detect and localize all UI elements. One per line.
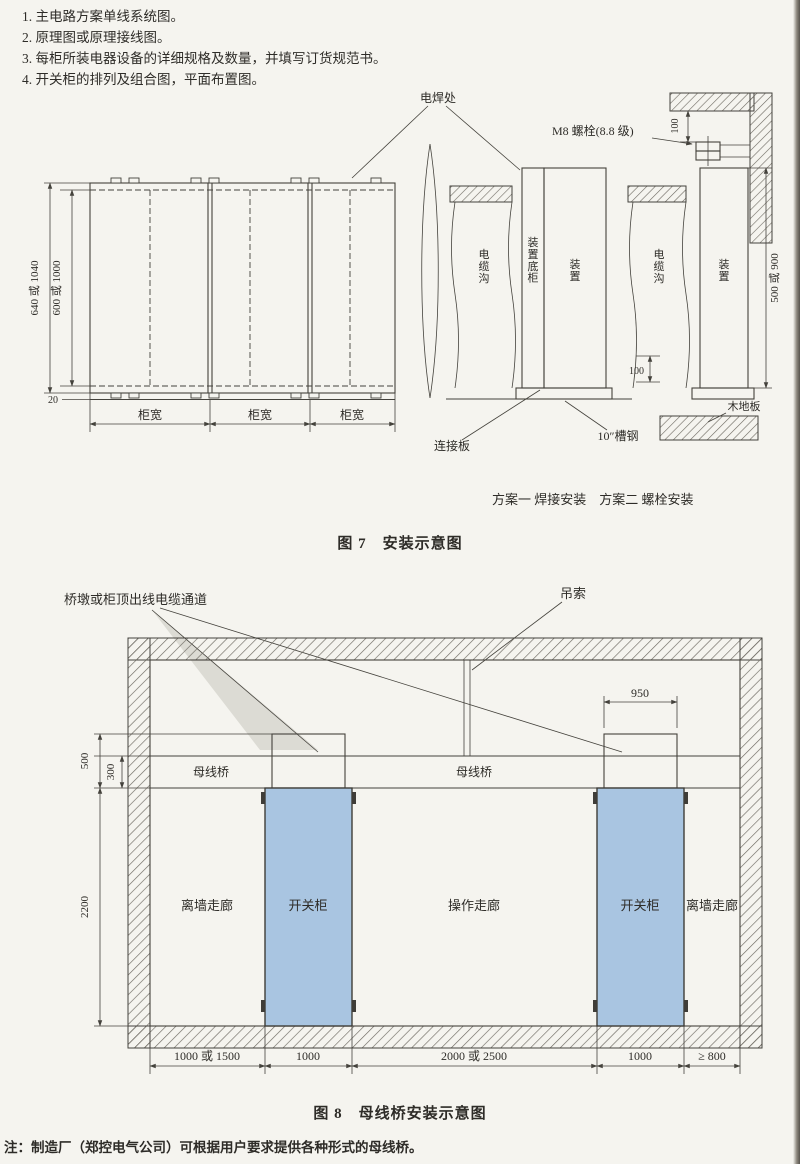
operation-corridor-label: 操作走廊 bbox=[448, 898, 500, 913]
left-dimensions: 500 300 2200 bbox=[79, 733, 272, 1027]
dim-bottom-5: ≥ 800 bbox=[698, 1049, 726, 1063]
wood-floor-label: 木地板 bbox=[728, 399, 761, 413]
footnote: 注：制造厂（郑控电气公司）可根据用户要求提供各种形式的母线桥。 bbox=[4, 1140, 423, 1155]
figure7-caption: 图 7 安装示意图 bbox=[337, 536, 463, 552]
list-item-2: 2. 原理图或原理接线图。 bbox=[22, 30, 171, 45]
switch-cabinet-left-label: 开关柜 bbox=[288, 898, 327, 913]
dim-depth-inner: 600 或 1000 bbox=[50, 260, 63, 315]
dim-bottom-3: 2000 或 2500 bbox=[441, 1049, 507, 1063]
requirements-list: 1. 主电路方案单线系统图。 2. 原理图或原理接线图。 3. 每柜所装电器设备… bbox=[22, 6, 387, 90]
sling-label: 吊索 bbox=[560, 586, 586, 601]
busbar-bridge-label-left: 母线桥 bbox=[193, 765, 229, 779]
schemes-caption: 方案一 焊接安装 方案二 螺栓安装 bbox=[492, 492, 694, 507]
busbar-bridge: 母线桥 母线桥 bbox=[150, 660, 740, 789]
depth-dimensions: 640 或 1040 600 或 1000 20 bbox=[28, 182, 90, 406]
channel-steel-label: 10″槽钢 bbox=[598, 429, 639, 443]
figure8-caption: 图 8 母线桥安装示意图 bbox=[313, 1106, 487, 1122]
bolt-bracket bbox=[695, 136, 750, 166]
ceiling-wall bbox=[127, 637, 763, 661]
switch-cabinet-right bbox=[593, 787, 688, 1027]
cable-channel-label: 桥墩或柜顶出线电缆通道 bbox=[64, 592, 207, 607]
dim-base-20: 20 bbox=[48, 395, 58, 406]
figure7-installation-diagram: 640 或 1040 600 或 1000 20 柜宽 柜宽 柜宽 电焊处 bbox=[28, 90, 781, 507]
break-line bbox=[421, 143, 439, 399]
dim-cabinet-width-1: 柜宽 bbox=[138, 407, 162, 422]
cable-trench-label-mid: 电缆沟 bbox=[479, 248, 490, 285]
bottom-dimensions: 1000 或 1500 1000 2000 或 2500 1000 ≥ 800 bbox=[149, 1026, 741, 1074]
scan-edge-shadow bbox=[793, 0, 800, 1164]
device-base-cabinet-label: 装置底柜 bbox=[528, 236, 539, 285]
list-item-3: 3. 每柜所装电器设备的详细规格及数量，并填写订货规范书。 bbox=[22, 51, 387, 66]
right-height-dimension: 500 或 900 bbox=[748, 167, 781, 389]
dim-500-900: 500 或 900 bbox=[768, 253, 781, 303]
room-interior bbox=[149, 659, 741, 1027]
corridor-left-label: 离墙走廊 bbox=[181, 898, 233, 913]
connection-tabs bbox=[110, 177, 382, 399]
wood-floor: 木地板 bbox=[659, 399, 761, 441]
dim-cabinet-width-2: 柜宽 bbox=[248, 407, 272, 422]
dim-cabinet-width-3: 柜宽 bbox=[340, 407, 364, 422]
connection-plate-callout: 连接板 bbox=[434, 389, 541, 453]
scheme1-welding: 电缆沟 装置底柜 装置 bbox=[446, 167, 632, 400]
top-offset-dimension: 100 bbox=[670, 110, 754, 143]
dim-2200: 2200 bbox=[79, 896, 91, 919]
right-wall bbox=[739, 637, 763, 1049]
dim-300: 300 bbox=[105, 763, 117, 780]
dim-500: 500 bbox=[79, 752, 91, 769]
list-item-1: 1. 主电路方案单线系统图。 bbox=[22, 9, 184, 24]
scheme2-bolting: M8 螺栓(8.8 级) 100 电缆沟 装置 100 bbox=[552, 92, 781, 441]
left-wall bbox=[127, 637, 151, 1049]
pier-width-dimension: 950 bbox=[603, 686, 678, 728]
figure8-busbar-bridge-diagram: 桥墩或柜顶出线电缆通道 吊索 母线桥 母线桥 bbox=[64, 586, 763, 1074]
cabinet-width-dimensions: 柜宽 柜宽 柜宽 bbox=[89, 399, 396, 432]
connection-plate-label: 连接板 bbox=[434, 438, 470, 453]
dim-bottom-4: 1000 bbox=[628, 1049, 652, 1063]
dim-100-bottom: 100 bbox=[629, 366, 644, 377]
weld-point-label: 电焊处 bbox=[420, 90, 456, 105]
dim-100-top: 100 bbox=[670, 119, 681, 134]
cable-trench-label-right: 电缆沟 bbox=[654, 248, 665, 285]
cabinet-assembly bbox=[89, 177, 396, 401]
switch-cabinet-right-label: 开关柜 bbox=[620, 898, 659, 913]
bottom-offset-dimension: 100 bbox=[629, 355, 660, 383]
busbar-bridge-label-mid: 母线桥 bbox=[456, 765, 492, 779]
dim-950: 950 bbox=[631, 686, 649, 700]
channel-steel-callout: 10″槽钢 bbox=[564, 400, 639, 443]
dim-bottom-1: 1000 或 1500 bbox=[174, 1049, 240, 1063]
dim-bottom-2: 1000 bbox=[296, 1049, 320, 1063]
ceiling-slab bbox=[669, 92, 755, 112]
room-walls bbox=[127, 637, 763, 1049]
bridge-pier-right bbox=[603, 733, 678, 789]
switch-cabinet-left bbox=[261, 787, 356, 1027]
dim-depth-outer: 640 或 1040 bbox=[28, 260, 41, 315]
floor bbox=[127, 1025, 763, 1049]
list-item-4: 4. 开关柜的排列及组合图，平面布置图。 bbox=[22, 72, 265, 87]
device-label-mid: 装置 bbox=[570, 258, 581, 283]
m8-bolt-label: M8 螺栓(8.8 级) bbox=[552, 123, 634, 138]
corridor-right-label: 离墙走廊 bbox=[686, 898, 738, 913]
weld-point-callout: 电焊处 bbox=[351, 90, 521, 179]
device-label-right: 装置 bbox=[719, 258, 730, 283]
